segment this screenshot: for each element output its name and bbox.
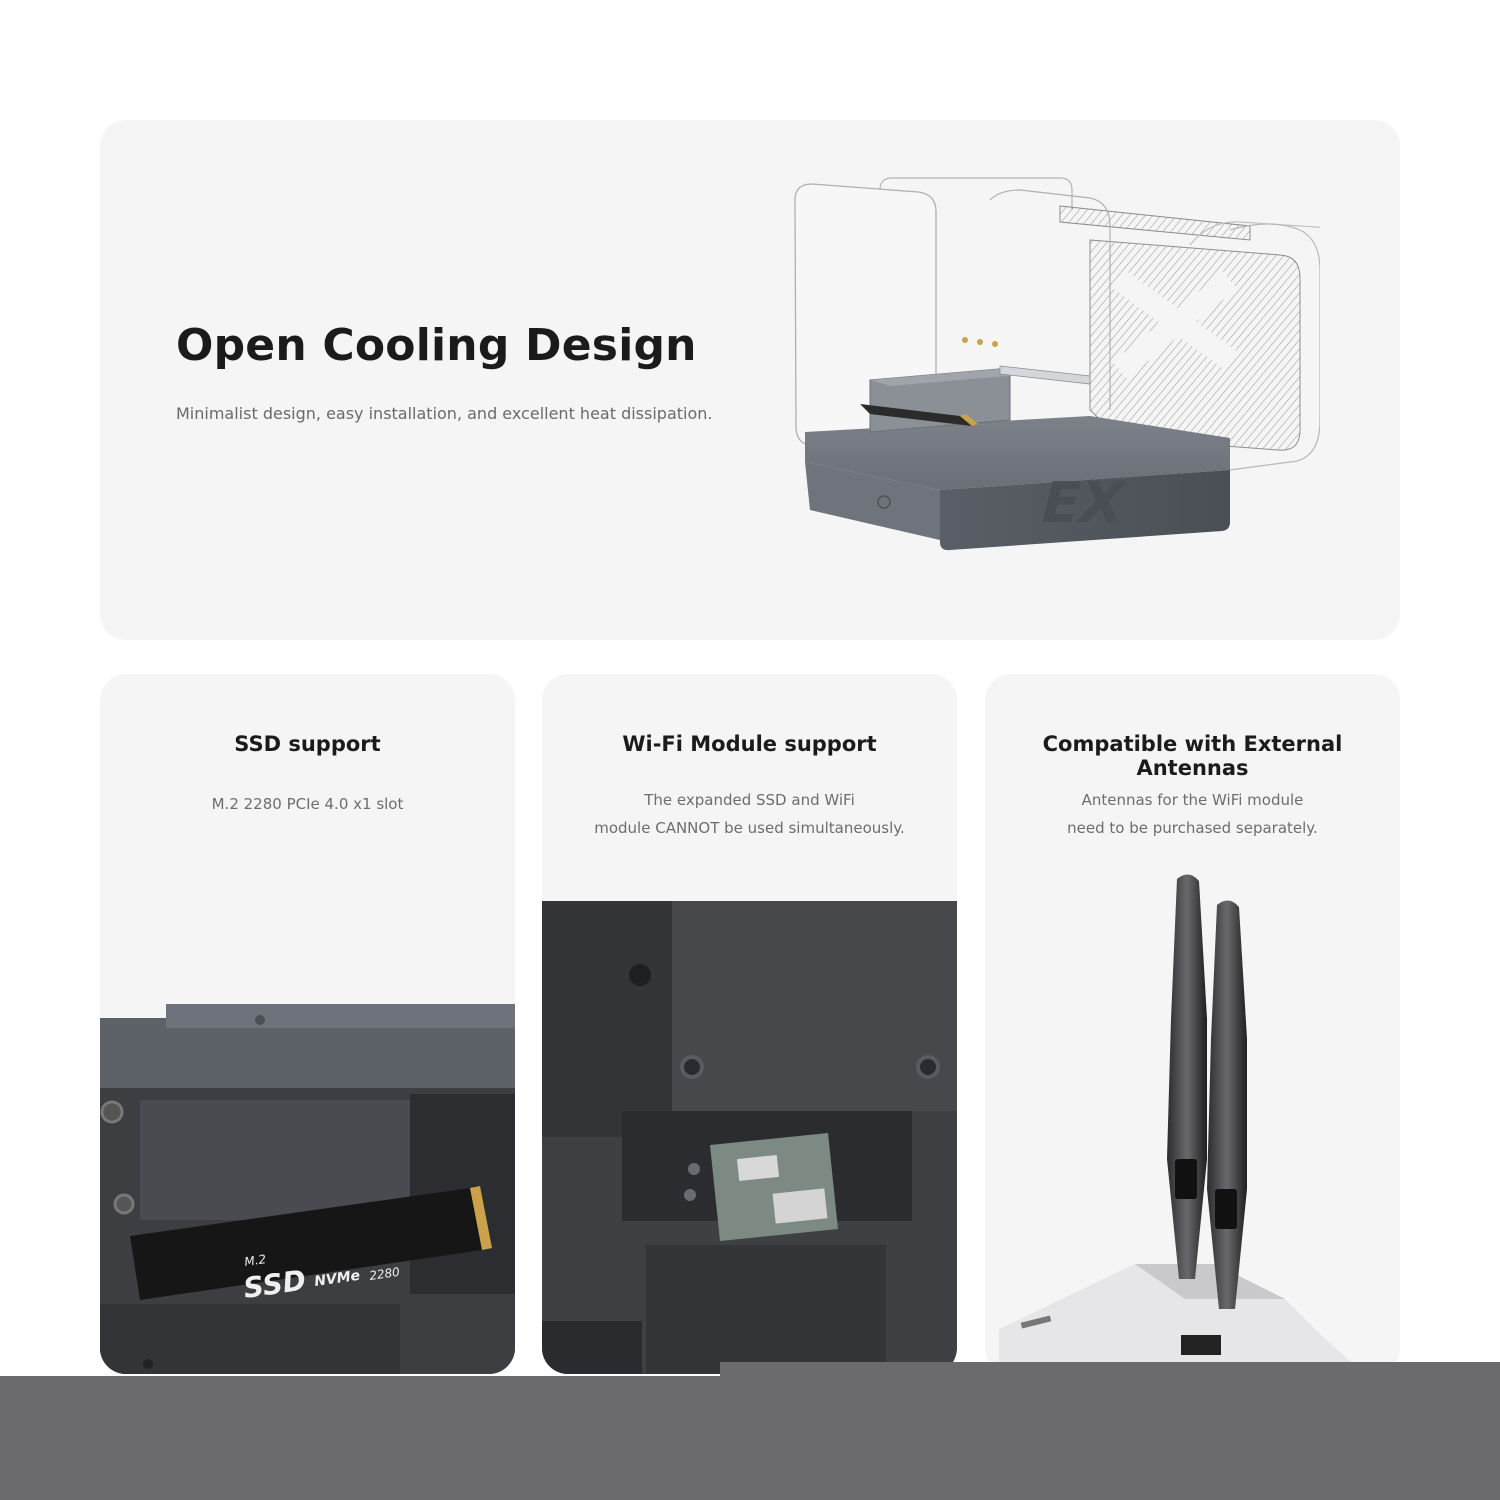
wifi-module-photo — [542, 901, 957, 1374]
hero-card: Open Cooling Design Minimalist design, e… — [100, 120, 1400, 640]
footer-bar-notch — [720, 1362, 1500, 1378]
card-desc-line: Antennas for the WiFi module — [1081, 791, 1304, 809]
card-title-ssd: SSD support — [234, 732, 381, 756]
card-desc-antennas: Antennas for the WiFi module need to be … — [1005, 786, 1380, 842]
card-desc-line: need to be purchased separately. — [1067, 819, 1318, 837]
card-desc-line: The expanded SSD and WiFi — [644, 791, 855, 809]
ssd-support-card: SSD support M.2 2280 PCIe 4.0 x1 slot M.… — [100, 674, 515, 1374]
card-title-wifi: Wi-Fi Module support — [622, 732, 877, 756]
antenna-photo — [999, 874, 1365, 1374]
footer-bar — [0, 1376, 1500, 1500]
hero-subtitle: Minimalist design, easy installation, an… — [176, 404, 713, 423]
card-desc-line: M.2 2280 PCIe 4.0 x1 slot — [211, 795, 404, 813]
card-desc-ssd: M.2 2280 PCIe 4.0 x1 slot — [120, 790, 495, 818]
wifi-module-card: Wi-Fi Module support The expanded SSD an… — [542, 674, 957, 1374]
ssd-label-2280: 2280 — [368, 1265, 401, 1283]
card-desc-wifi: The expanded SSD and WiFi module CANNOT … — [562, 786, 937, 842]
ssd-photo: M.2 SSD NVMe 2280 — [100, 1004, 515, 1374]
ssd-label-m2: M.2 — [243, 1252, 267, 1269]
card-desc-line: module CANNOT be used simultaneously. — [594, 819, 905, 837]
card-title-antennas: Compatible with External Antennas — [1042, 732, 1343, 780]
mini-pc-exploded-illustration: EX — [794, 177, 1320, 551]
external-antennas-card: Compatible with External Antennas Antenn… — [985, 674, 1400, 1374]
ssd-label-nvme: NVMe — [313, 1268, 361, 1290]
hero-title: Open Cooling Design — [176, 320, 697, 371]
ex-logo: EX — [1034, 471, 1132, 536]
